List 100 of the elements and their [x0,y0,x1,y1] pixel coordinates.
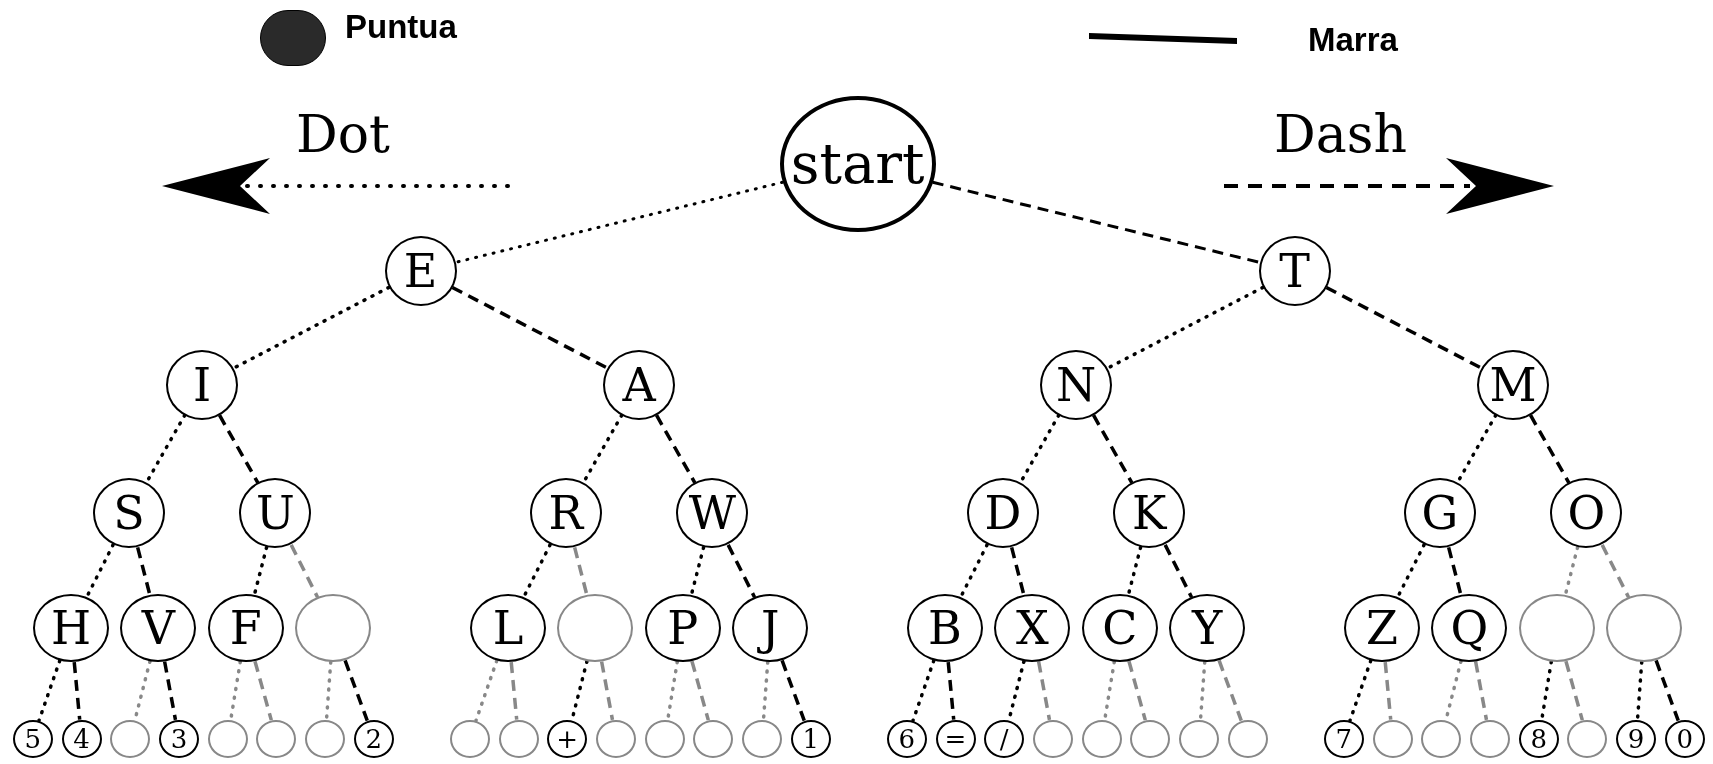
empty-circle [449,719,490,758]
empty-circle [1469,719,1510,758]
dashed-line [655,414,697,484]
dashed-line [1600,544,1631,598]
dotted-line [454,180,784,264]
tree-node-circle [1616,719,1657,758]
dashed-line [1529,414,1571,484]
node-label: R [548,490,584,537]
dashed-line [1383,661,1393,720]
dashed-line [932,180,1261,264]
dashed-line [1473,661,1489,721]
empty-circle [1421,719,1462,758]
empty-circle [1567,719,1608,758]
node-label: P [667,605,699,652]
tree-node-circle [984,719,1025,758]
node-label: K [1132,490,1167,537]
empty-circle [644,719,685,758]
node-label: 9 [1627,725,1645,752]
dashed-line [162,661,178,721]
empty-circle [1130,719,1171,758]
direction-label: Dash [1274,108,1407,160]
node-label: 5 [24,725,42,752]
dotted-line [1348,658,1373,723]
dashed-line [1036,661,1052,721]
dashed-line [1654,659,1680,722]
dotted-line [911,658,936,723]
tree-node-circle [12,719,53,758]
node-label: T [1279,247,1310,294]
empty-circle [1032,719,1073,758]
node-label: M [1489,361,1537,408]
node-label: 7 [1335,725,1353,752]
dashed-line [1163,544,1194,598]
dotted-line [84,543,115,599]
tree-node-circle [353,719,394,758]
dashed-line [1092,414,1134,484]
dotted-line [521,543,552,599]
node-label: I [193,361,212,408]
node-label: + [556,725,579,752]
node-label: E [403,247,438,294]
node-label: G [1421,490,1459,537]
dotted-line [474,658,499,723]
dashed-line [599,661,615,721]
tree-node-circle [61,719,102,758]
direction-label: Dot [296,108,390,160]
node-label: 3 [170,725,188,752]
tree-node-circle [790,719,831,758]
dotted-line [1563,545,1580,597]
legend-text: Puntua [345,10,457,43]
node-label: Q [1450,605,1489,652]
tree-node-circle [886,719,927,758]
node-label: 8 [1530,725,1547,752]
dashed-line [343,659,369,722]
dashed-line [72,661,82,720]
empty-circle [1372,719,1413,758]
node-label: 0 [1676,725,1694,752]
empty-circle [1227,719,1268,758]
empty-circle [595,719,636,758]
dotted-line [252,545,269,597]
node-label: D [984,490,1022,537]
dashed-line [135,547,152,596]
node-label: X [1016,605,1049,652]
dotted-line [761,660,770,722]
tree-node-circle [935,719,976,758]
dashed-line [1564,660,1584,721]
dotted-line [1198,660,1207,722]
empty-circle [742,719,783,758]
dashed-line [289,544,320,598]
empty-circle [256,719,297,758]
node-label: C [1102,605,1138,652]
dashed-line [509,661,519,720]
node-label: start [790,135,925,192]
dotted-line [1126,545,1143,597]
node-label: O [1567,490,1606,537]
empty-circle [498,719,539,758]
dotted-line [1106,285,1265,370]
tree-node-circle [547,719,588,758]
dashed-line [1009,547,1026,596]
node-label: 2 [365,725,383,752]
node-label: N [1056,361,1097,408]
node-label: 4 [73,725,90,752]
dashed-line [253,660,273,721]
dotted-line [958,543,989,599]
dashed-line [690,660,710,721]
tree-node-circle [1323,719,1364,758]
dashed-line [946,661,956,720]
empty-circle [305,719,346,758]
node-label: F [229,605,262,652]
node-label: L [492,605,524,652]
tree-node-circle [1518,719,1559,758]
dashed-line [451,285,609,370]
node-label: V [141,605,175,652]
dotted-line [232,285,391,370]
dashed-line [572,547,589,596]
dashed-line [1446,547,1463,596]
empty-circle [693,719,734,758]
dashed-line [1127,660,1147,721]
dashed-line [218,414,260,484]
node-label: A [622,361,656,408]
dotted-line [324,660,333,722]
dashed-line [726,544,757,598]
